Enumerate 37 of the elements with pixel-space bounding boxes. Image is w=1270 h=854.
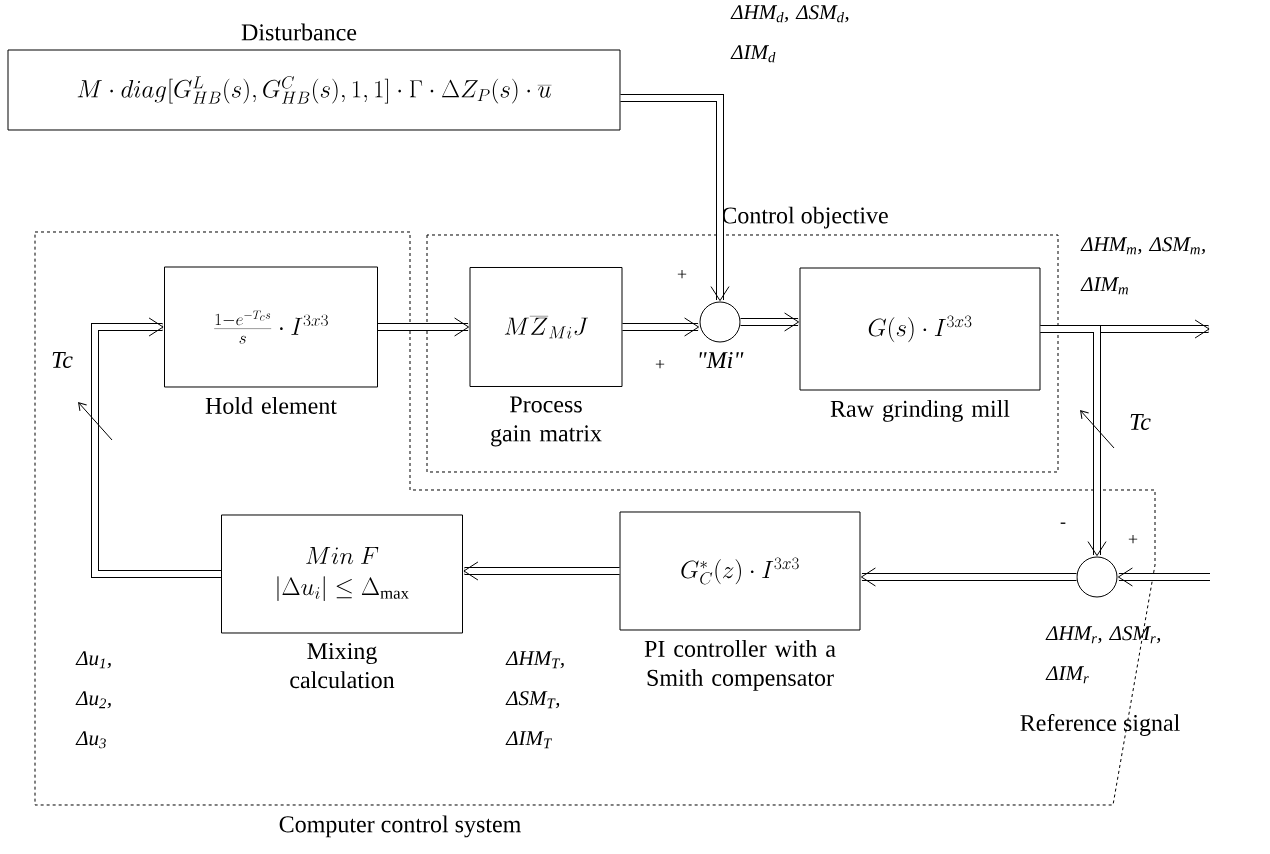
node-label: PI controller with a Smith compensator <box>644 640 836 691</box>
node-label: Computer control system <box>279 815 521 838</box>
arrow <box>622 317 700 337</box>
arrow <box>378 317 470 337</box>
block-box: $Min\ F$ $|\Delta u_{i}|\leq\Delta_{\max}$ <box>221 514 463 634</box>
arrow <box>860 567 1077 587</box>
node-label: Raw grinding mill <box>830 400 1010 422</box>
block-box: $M\cdot diag[G_{HB}^{L}(s),G_{HB}^{C}(s),1,1]\cdot\Gamma\cdot\Delta Z_{P}(s)\cdot\overline{u}$ <box>7 49 621 131</box>
arrow <box>740 312 800 332</box>
edge-label: ΔHM$_{T}$, ΔSM$_{T}$, ΔIM$_{T}$ <box>505 651 564 749</box>
sign-label: + <box>1128 534 1138 544</box>
sign-label: + <box>677 269 687 279</box>
edge-label: Δu$_{1}$, Δu$_{2}$, Δu$_{3}$ <box>75 651 111 749</box>
block-box: $\frac{1-e^{-T_{c}s}}{s}\cdot I^{3x3}$ <box>164 266 378 388</box>
sampling-period-label: Tc <box>1130 414 1151 430</box>
sign-label: + <box>655 359 665 369</box>
arrow <box>1040 325 1107 557</box>
sign-label: - <box>1060 522 1066 524</box>
block-box: $G_{C}^{*}(z)\cdot I^{3x3}$ <box>619 511 861 631</box>
node-label: Control objective <box>722 206 888 229</box>
edge-label: ΔHM$_{d}$, ΔSM$_{d}$, ΔIM$_{d}$ <box>730 5 849 63</box>
node-label: Disturbance <box>241 23 357 41</box>
summing-junction <box>1076 556 1118 598</box>
node-label: "Mi" <box>699 352 744 368</box>
node-label: Process gain matrix <box>491 396 602 447</box>
block-box: $G(s)\cdot I^{3x3}$ <box>799 267 1041 391</box>
arrow <box>91 317 221 578</box>
node-label: Hold element <box>205 397 337 414</box>
sampling-period-label: Tc <box>52 352 73 368</box>
edge-label: ΔHM$_{r}$, ΔSM$_{r}$, ΔIM$_{r}$ <box>1045 626 1161 684</box>
node-label: Mixing calculation <box>290 643 395 689</box>
arrow <box>620 94 730 302</box>
signal-label: Reference signal <box>1020 713 1180 737</box>
arrow <box>1117 567 1210 587</box>
arrow <box>463 561 620 581</box>
edge-label: ΔHM$_{m}$, ΔSM$_{m}$, ΔIM$_{m}$ <box>1080 237 1205 295</box>
block-box: $M\overline{Z}_{Mi}J$ <box>469 267 623 387</box>
